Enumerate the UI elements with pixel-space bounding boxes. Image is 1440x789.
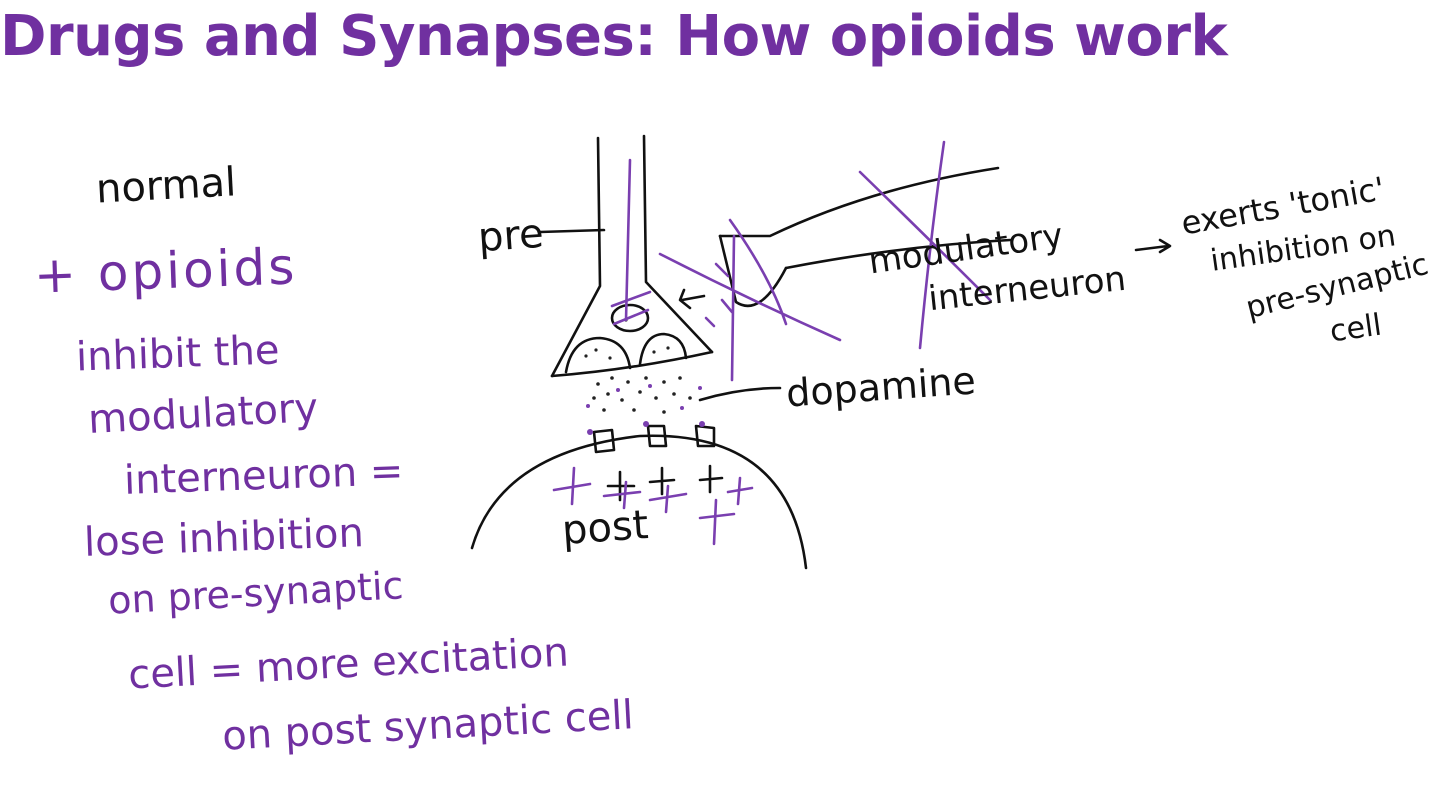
terminal-membrane: [550, 350, 714, 378]
vesicle-right: [638, 332, 688, 366]
vesicle-top: [610, 303, 650, 333]
interneuron-lower: [784, 238, 1012, 270]
postsynaptic-membrane: [470, 434, 808, 570]
label-post: post: [560, 502, 650, 554]
strike-3: [658, 252, 842, 342]
strike-4: [728, 218, 788, 326]
vesicle-left: [564, 336, 632, 374]
dopamine-dots: [586, 376, 702, 414]
opioid-slash: [624, 158, 632, 322]
page-title: Drugs and Synapses: How opioids work: [0, 4, 1228, 69]
strike-2: [918, 140, 946, 350]
interneuron-inhibit-arrow: [678, 288, 706, 310]
interneuron-terminal: [718, 234, 788, 308]
annotation-line-4: cell: [1327, 307, 1384, 350]
label-pre: pre: [476, 210, 546, 262]
axon-left-wall: [550, 136, 602, 378]
strike-1: [858, 170, 992, 302]
receptor-1: [592, 428, 616, 454]
axon-right-wall: [642, 134, 714, 354]
receptor-2: [646, 424, 668, 448]
interneuron-upper: [718, 166, 1000, 238]
